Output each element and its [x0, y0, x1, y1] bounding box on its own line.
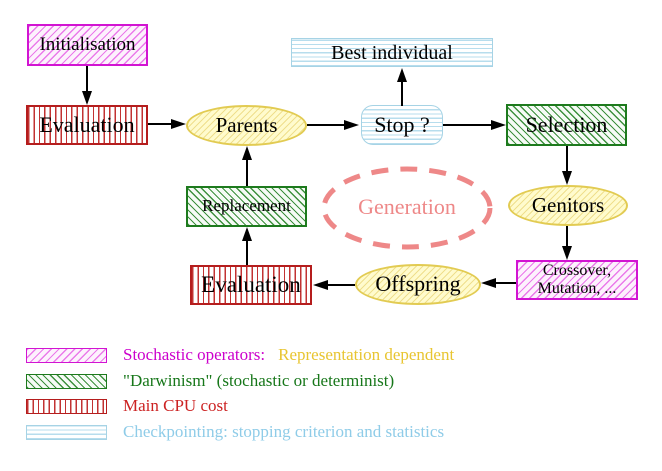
arrow-evaluation-to-replacement-head [242, 227, 252, 241]
node-genitors: Genitors [508, 185, 628, 226]
legend-row-stochastic: Stochastic operators: Representation dep… [26, 345, 455, 364]
arrow-genitors-to-crossover-head [562, 246, 572, 260]
crossover-line2: Mutation, ... [537, 280, 617, 297]
arrow-parents-to-stop-head [344, 120, 359, 130]
legend-row-cpu: Main CPU cost [26, 396, 228, 415]
legend-swatch-darwinism [26, 373, 107, 389]
arrow-stop-to-selection-line [443, 124, 492, 126]
arrow-crossover-to-offspring-line [495, 282, 516, 284]
arrow-evaluation-to-parents-line [148, 123, 172, 125]
node-evaluation-top: Evaluation [26, 105, 148, 145]
arrow-crossover-to-offspring-head [481, 278, 496, 288]
node-crossover-mutation: Crossover, Mutation, ... [516, 260, 638, 300]
arrow-replacement-to-parents-head [242, 146, 252, 160]
arrow-offspring-to-evaluation-line [327, 284, 355, 286]
arrow-selection-to-genitors-head [562, 171, 572, 185]
legend-swatch-checkpointing [26, 424, 107, 440]
arrow-evaluation-to-replacement-line [246, 240, 248, 265]
arrow-parents-to-stop-line [307, 124, 345, 126]
arrow-offspring-to-evaluation-head [313, 280, 328, 290]
arrow-stop-to-best-head [397, 68, 407, 82]
node-initialisation: Initialisation [27, 24, 148, 66]
legend-label-stochastic: Stochastic operators: [123, 345, 266, 364]
arrow-initialisation-to-evaluation-line [86, 66, 88, 92]
legend-row-checkpointing: Checkpointing: stopping criterion and st… [26, 422, 445, 441]
crossover-line1: Crossover, [542, 262, 612, 280]
arrow-stop-to-selection-head [491, 120, 506, 130]
arrow-genitors-to-crossover-line [566, 226, 568, 247]
node-replacement: Replacement [186, 186, 307, 227]
node-evaluation-bottom: Evaluation [190, 265, 312, 305]
arrow-initialisation-to-evaluation-head [82, 91, 92, 105]
legend-label-darwinism: "Darwinism" (stochastic or determinist) [123, 371, 395, 390]
node-stop: Stop ? [361, 105, 443, 145]
legend-swatch-stochastic [26, 347, 107, 363]
generation-label: Generation [358, 194, 456, 219]
node-best-individual: Best individual [291, 38, 493, 67]
generation-dashed-ellipse [321, 166, 493, 250]
legend-label-representation: Representation dependent [278, 345, 455, 364]
arrow-stop-to-best-line [401, 82, 403, 106]
node-parents: Parents [186, 105, 307, 146]
legend-row-darwinism: "Darwinism" (stochastic or determinist) [26, 371, 395, 390]
node-selection: Selection [506, 104, 627, 146]
legend-swatch-cpu [26, 398, 107, 414]
arrow-selection-to-genitors-line [566, 146, 568, 172]
legend-label-cpu: Main CPU cost [123, 396, 228, 415]
arrow-evaluation-to-parents-head [171, 119, 186, 129]
arrow-replacement-to-parents-line [246, 159, 248, 186]
node-offspring: Offspring [355, 264, 481, 305]
legend-label-checkpointing: Checkpointing: stopping criterion and st… [123, 422, 445, 441]
